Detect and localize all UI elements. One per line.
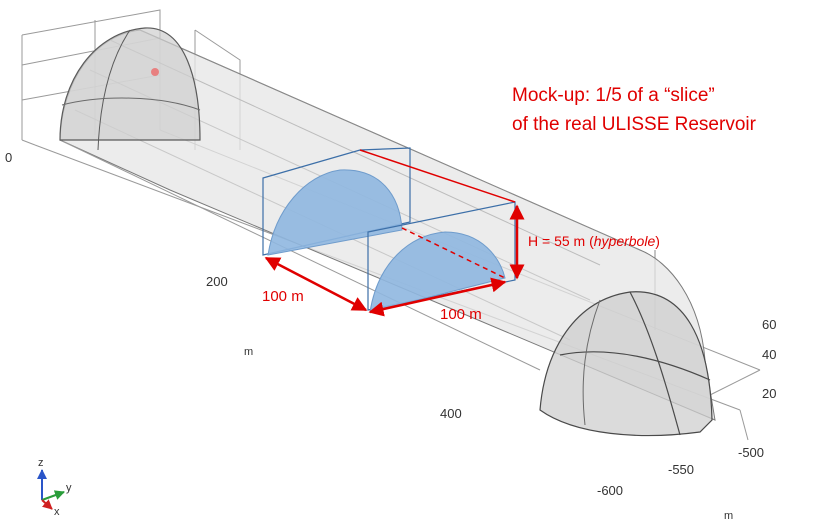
triad-y-label: y [66,482,72,494]
axis-triad: z y x [37,457,72,518]
y-tick-600: -600 [597,483,623,498]
length-label-1: 100 m [262,288,304,305]
x-tick-400: 400 [440,406,462,421]
title-line-2: of the real ULISSE Reservoir [512,114,757,135]
x-unit: m [244,346,253,358]
red-point-marker [151,68,159,76]
y-tick-550: -550 [668,462,694,477]
length-label-2: 100 m [440,306,482,323]
height-label: H = 55 m (hyperbole) [528,233,660,249]
z-tick-20: 20 [762,386,776,401]
x-tick-200: 200 [206,274,228,289]
dimension-arrows [264,204,525,317]
z-tick-40: 40 [762,347,776,362]
triad-x-label: x [54,506,60,518]
z-tick-60: 60 [762,317,776,332]
length-arrow-2 [368,277,507,317]
triad-z-label: z [38,457,44,469]
red-guide-lines [359,149,516,279]
right-dome [539,291,713,437]
y-tick-500: -500 [738,445,764,460]
left-dome [59,27,201,151]
x-tick-0: 0 [5,150,12,165]
title-line-1: Mock-up: 1/5 of a “slice” [512,85,715,106]
length-arrow-1 [264,256,368,312]
y-unit: m [724,510,733,520]
